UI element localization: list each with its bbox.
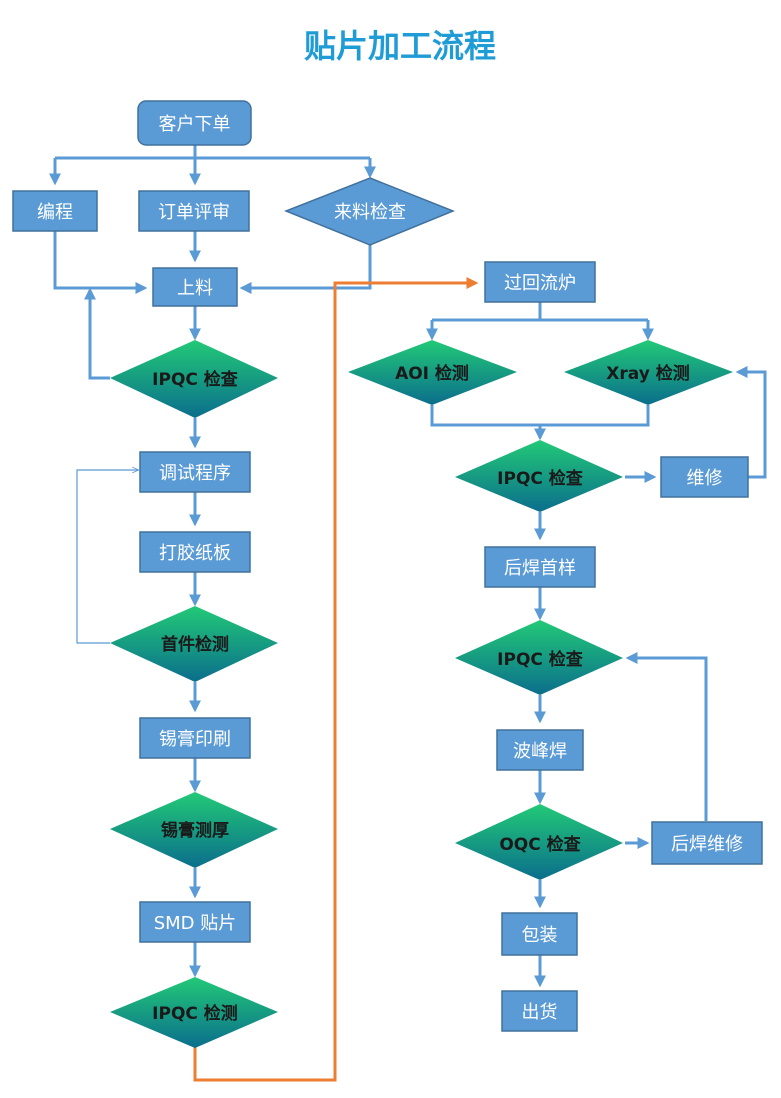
- node-first-article-label: 首件检测: [161, 634, 229, 655]
- node-ipqc-check-3-label: IPQC 检查: [497, 649, 584, 670]
- node-post-weld-first[interactable]: 后焊首样: [484, 546, 596, 588]
- node-ipqc-test[interactable]: IPQC 检测: [110, 977, 278, 1048]
- node-programming-label: 编程: [37, 202, 73, 223]
- node-loading-label: 上料: [177, 278, 213, 299]
- node-oqc-check-label: OQC 检查: [499, 834, 581, 855]
- node-ipqc-check-3[interactable]: IPQC 检查: [455, 620, 623, 695]
- node-paste-thickness[interactable]: 锡膏测厚: [110, 792, 278, 868]
- node-aoi[interactable]: AOI 检测: [348, 340, 517, 405]
- node-incoming-inspect-label: 来料检查: [334, 202, 406, 223]
- node-pack[interactable]: 包装: [501, 912, 578, 956]
- node-first-article[interactable]: 首件检测: [110, 606, 278, 682]
- node-repair-label: 维修: [687, 468, 723, 489]
- node-ipqc-check-1-label: IPQC 检查: [152, 369, 239, 390]
- node-post-weld-first-label: 后焊首样: [504, 558, 576, 579]
- node-ship[interactable]: 出货: [501, 990, 578, 1032]
- node-paste-print-label: 锡膏印刷: [159, 728, 231, 750]
- node-debug-program[interactable]: 调试程序: [139, 451, 251, 493]
- node-pack-label: 包装: [522, 925, 558, 946]
- feedback-line: [76, 470, 138, 644]
- node-paste-thickness-label: 锡膏测厚: [161, 820, 229, 841]
- node-repair[interactable]: 维修: [660, 456, 749, 498]
- node-post-weld-repair-label: 后焊维修: [671, 834, 743, 855]
- node-programming[interactable]: 编程: [12, 190, 98, 232]
- node-xray[interactable]: Xray 检测: [564, 340, 733, 405]
- node-ipqc-check-2-label: IPQC 检查: [497, 468, 584, 489]
- node-incoming-inspect[interactable]: 来料检查: [283, 177, 456, 246]
- node-glue-board[interactable]: 打胶纸板: [139, 531, 251, 573]
- node-order-review-label: 订单评审: [158, 202, 230, 223]
- node-wave-solder-label: 波峰焊: [513, 741, 567, 762]
- connectors-right: [426, 302, 767, 988]
- node-ship-label: 出货: [522, 1002, 558, 1023]
- node-glue-board-label: 打胶纸板: [159, 543, 231, 564]
- node-oqc-check[interactable]: OQC 检查: [455, 804, 623, 880]
- node-debug-program-label: 调试程序: [159, 463, 231, 484]
- node-order-review[interactable]: 订单评审: [138, 190, 250, 232]
- node-ipqc-test-label: IPQC 检测: [152, 1003, 238, 1024]
- page-title: 贴片加工流程: [304, 27, 496, 65]
- node-reflow[interactable]: 过回流炉: [484, 261, 596, 303]
- node-post-weld-repair[interactable]: 后焊维修: [651, 821, 763, 865]
- node-xray-label: Xray 检测: [606, 363, 689, 384]
- node-wave-solder[interactable]: 波峰焊: [496, 729, 584, 771]
- node-paste-print[interactable]: 锡膏印刷: [139, 717, 251, 759]
- node-smd-label: SMD 贴片: [154, 913, 237, 934]
- node-reflow-label: 过回流炉: [504, 273, 576, 294]
- node-order-label: 客户下单: [159, 114, 231, 135]
- node-ipqc-check-2[interactable]: IPQC 检查: [455, 440, 623, 512]
- node-smd[interactable]: SMD 贴片: [139, 901, 251, 943]
- node-ipqc-check-1[interactable]: IPQC 检查: [110, 340, 278, 418]
- node-loading[interactable]: 上料: [152, 267, 238, 307]
- node-aoi-label: AOI 检测: [395, 363, 469, 384]
- node-order[interactable]: 客户下单: [137, 100, 252, 146]
- orange-connector: [193, 277, 479, 1082]
- connectors: [49, 145, 376, 978]
